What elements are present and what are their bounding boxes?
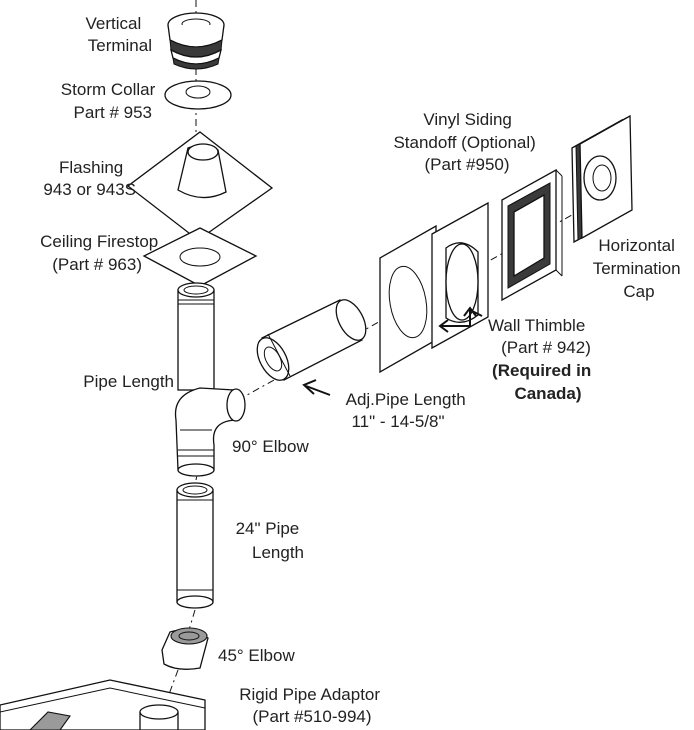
wall-thimble-part [379, 201, 489, 374]
horizontal-cap-part [571, 114, 633, 244]
storm-collar-label: Storm Collar Part # 953 [61, 80, 160, 122]
vinyl-standoff-label: Vinyl Siding Standoff (Optional) (Part #… [393, 110, 540, 174]
elbow-45-part [161, 627, 209, 670]
storm-collar-part [164, 80, 232, 110]
flashing-label: Flashing 943 or 943S [43, 158, 136, 199]
vinyl-standoff-part [501, 168, 563, 302]
ceiling-firestop-label: Ceiling Firestop (Part # 963) [40, 232, 163, 274]
required-canada-label: (Required in Canada) [492, 361, 596, 403]
pipe-length-part [177, 282, 215, 391]
vertical-terminal-part [167, 12, 225, 70]
wall-thimble-arrow [438, 306, 483, 333]
adj-pipe-label: Adj.Pipe Length 11" - 14-5/8" [346, 390, 471, 431]
vertical-terminal-label: Vertical Terminal [86, 14, 152, 55]
adj-pipe-part [256, 299, 367, 381]
elbow-90-label: 90° Elbow [232, 437, 309, 456]
pipe-length-label: Pipe Length [83, 372, 174, 391]
rigid-adaptor-label: Rigid Pipe Adaptor (Part #510-994) [239, 685, 385, 726]
adj-pipe-arrow [302, 379, 331, 396]
pipe-24-label: 24" Pipe Length [236, 519, 304, 562]
flashing-part [126, 131, 274, 241]
rigid-pipe-adaptor-part [0, 679, 206, 730]
elbow-90-part [174, 387, 246, 477]
wall-thimble-label: Wall Thimble (Part # 942) [488, 316, 591, 357]
elbow-45-label: 45° Elbow [218, 646, 295, 665]
pipe-24-part [176, 482, 214, 609]
horizontal-cap-label: Horizontal Termination Cap [593, 236, 686, 301]
